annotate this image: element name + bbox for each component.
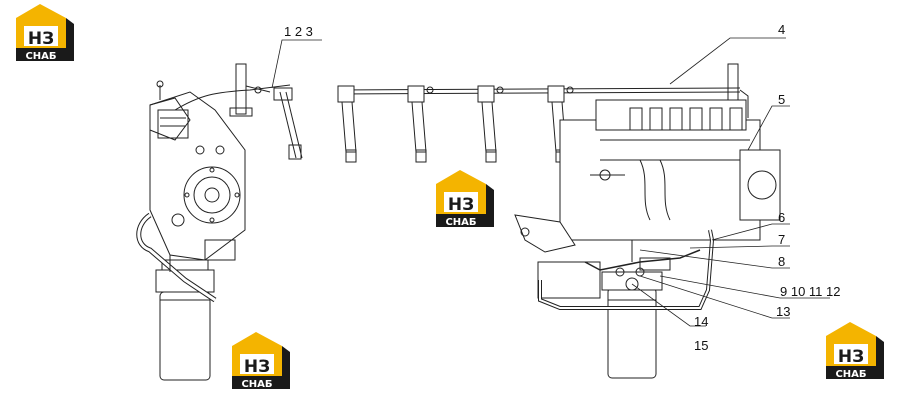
callout-7: 7 xyxy=(778,232,785,247)
callout-6: 6 xyxy=(778,210,785,225)
watermark-logo-bottomleft: НЗ СНАБ xyxy=(232,332,290,390)
watermark-letters: НЗ xyxy=(838,347,864,367)
injector-row xyxy=(337,63,749,163)
callout-9-12: 9 10 11 12 xyxy=(780,284,840,299)
watermark-caption: СНАБ xyxy=(445,217,476,228)
callout-13: 13 xyxy=(776,304,790,319)
leader-lines xyxy=(271,37,830,327)
callout-5: 5 xyxy=(778,92,785,107)
callout-14: 14 xyxy=(694,314,708,329)
watermark-caption: СНАБ xyxy=(25,51,56,62)
watermark-letters: НЗ xyxy=(28,29,54,49)
watermark-caption: СНАБ xyxy=(241,379,272,390)
left-pump-assembly xyxy=(136,80,291,381)
watermark-letters: НЗ xyxy=(244,357,270,377)
callout-8: 8 xyxy=(778,254,785,269)
callout-4: 4 xyxy=(778,22,785,37)
callout-1-2-3: 1 2 3 xyxy=(284,24,313,39)
watermark-logo-topleft: НЗ СНАБ xyxy=(16,4,74,62)
callout-15: 15 xyxy=(694,338,708,353)
watermark-logo-center: НЗ СНАБ xyxy=(436,170,494,228)
watermark-caption: СНАБ xyxy=(835,369,866,380)
watermark-logo-bottomright: НЗ СНАБ xyxy=(826,322,884,380)
watermark-letters: НЗ xyxy=(448,195,474,215)
left-injector-bracket xyxy=(229,63,303,160)
